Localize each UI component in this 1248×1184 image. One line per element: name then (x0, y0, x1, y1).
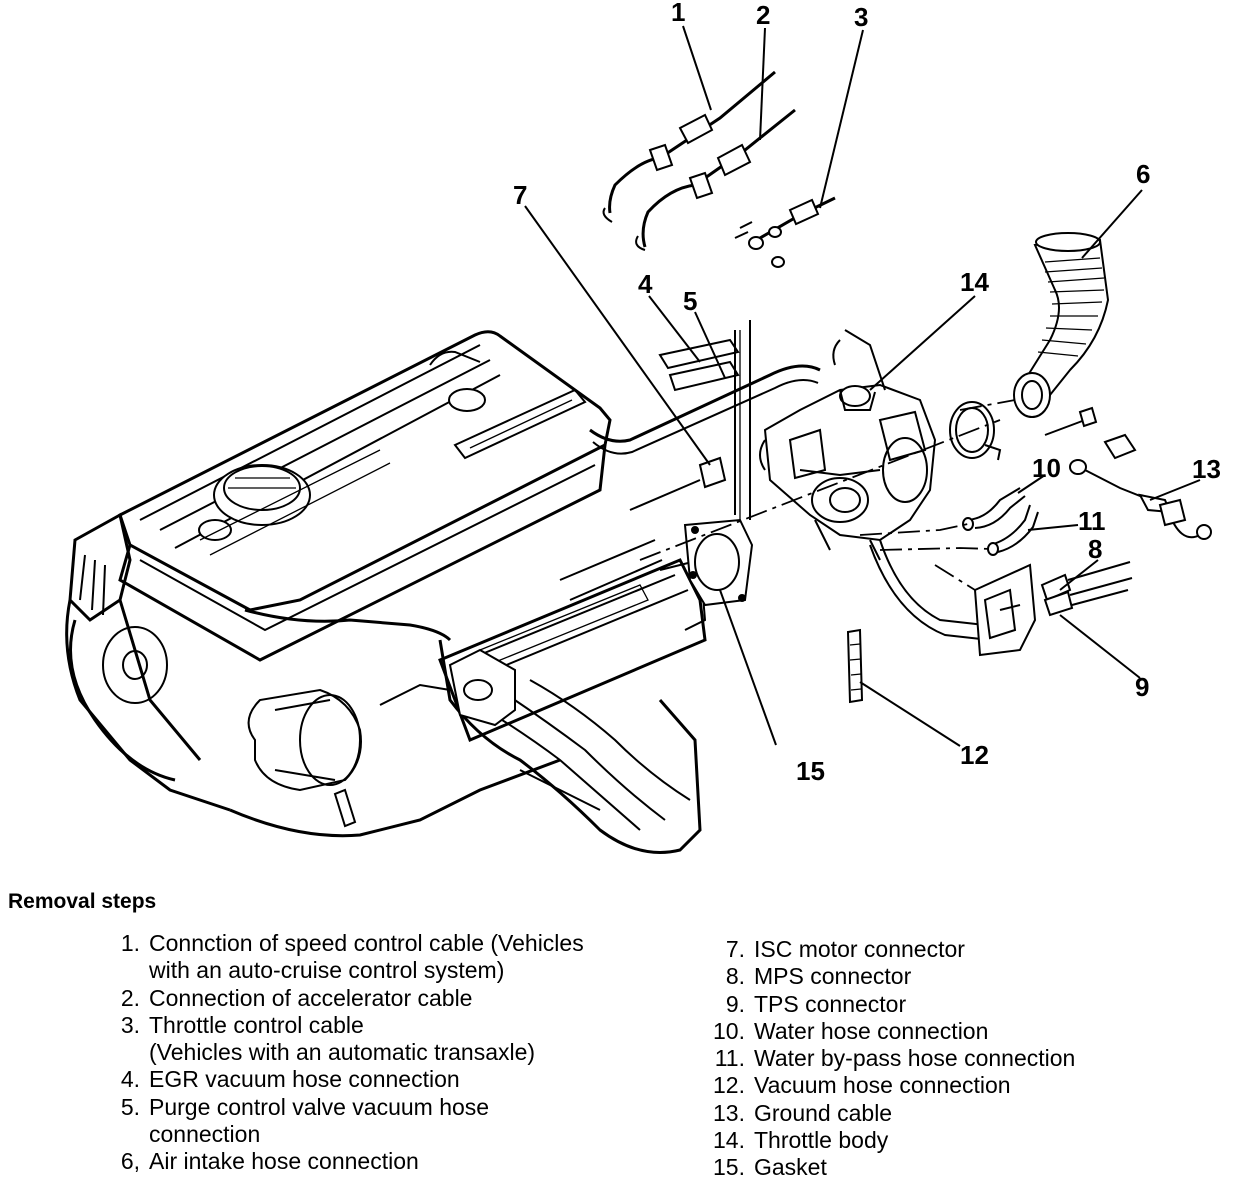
step-number: 12. (713, 1072, 745, 1099)
water-hoses-illustration (962, 487, 1039, 556)
vacuum-hose-12-illustration (846, 628, 864, 704)
callout-12: 12 (960, 740, 989, 770)
step-text: Connection of accelerator cable (149, 984, 473, 1011)
step-number: 11. (714, 1045, 745, 1072)
removal-steps-heading: Removal steps (8, 890, 157, 913)
step-1-continued: with an auto-cruise control system) (100, 957, 584, 984)
removal-steps-list-right: 7. ISC motor connector 8. MPS connector … (695, 936, 1075, 1182)
step-number: 3. (120, 1011, 140, 1038)
callout-1: 1 (671, 0, 685, 27)
step-text: Water by-pass hose connection (754, 1045, 1076, 1072)
step-text: Purge control valve vacuum hose (149, 1093, 490, 1120)
gasket-illustration (683, 518, 754, 607)
step-text: MPS connector (754, 963, 912, 990)
step-12: 12. Vacuum hose connection (695, 1072, 1075, 1099)
callout-labels: 1 2 3 7 6 14 4 5 10 13 11 8 9 12 15 (513, 0, 1221, 786)
step-number: 15. (713, 1154, 745, 1181)
step-13: 13. Ground cable (695, 1100, 1075, 1127)
callout-2: 2 (756, 0, 770, 30)
step-11: 11. Water by-pass hose connection (695, 1045, 1076, 1072)
step-text: TPS connector (754, 990, 907, 1017)
callout-13: 13 (1192, 454, 1221, 484)
step-text: with an auto-cruise control system) (149, 957, 505, 984)
callout-11: 11 (1078, 506, 1106, 536)
step-9: 9. TPS connector (695, 991, 1075, 1018)
step-1: 1. Connction of speed control cable (Veh… (100, 930, 584, 957)
step-number: 6, (120, 1148, 140, 1175)
step-number: 5. (120, 1093, 140, 1120)
step-15: 15. Gasket (695, 1154, 1075, 1181)
callout-5: 5 (683, 286, 697, 316)
leader-lines (524, 25, 1201, 747)
callout-4: 4 (638, 269, 653, 299)
removal-steps-list-left: 1. Connction of speed control cable (Veh… (100, 930, 584, 1176)
callout-3: 3 (854, 2, 868, 32)
step-number: 1. (120, 930, 140, 956)
callout-9: 9 (1135, 672, 1149, 702)
step-4: 4. EGR vacuum hose connection (100, 1066, 584, 1093)
step-text: Air intake hose connection (149, 1148, 419, 1175)
step-number: 2. (120, 984, 140, 1011)
step-number: 8. (725, 963, 745, 990)
step-number: 9. (725, 990, 745, 1017)
connectors-illustration (973, 561, 1133, 657)
step-3: 3. Throttle control cable (100, 1012, 584, 1039)
step-text: EGR vacuum hose connection (149, 1066, 460, 1093)
step-text: connection (149, 1121, 261, 1148)
step-number: 13. (713, 1099, 745, 1126)
step-text: ISC motor connector (754, 936, 965, 962)
throttle-body-illustration (759, 329, 991, 641)
callout-6: 6 (1136, 159, 1150, 189)
step-number: 4. (120, 1066, 140, 1093)
step-6: 6, Air intake hose connection (100, 1148, 584, 1175)
ground-cable-illustration (1069, 459, 1212, 540)
step-text: Ground cable (754, 1099, 893, 1126)
callout-7: 7 (513, 180, 527, 210)
callout-14: 14 (960, 267, 989, 297)
exploded-engine-diagram: 1 2 3 7 6 14 4 5 10 13 11 8 9 12 15 (65, 0, 1221, 854)
step-text: Gasket (754, 1154, 827, 1181)
step-7: 7. ISC motor connector (695, 936, 1075, 963)
cables-illustration (602, 70, 836, 268)
step-2: 2. Connection of accelerator cable (100, 985, 584, 1012)
step-text: Connction of speed control cable (Vehicl… (149, 930, 584, 956)
step-number: 10. (713, 1017, 745, 1044)
callout-15: 15 (796, 756, 825, 786)
alignment-lines (639, 399, 1016, 591)
step-text: Vacuum hose connection (754, 1072, 1011, 1099)
air-intake-hose-illustration (949, 232, 1137, 461)
step-text: Throttle control cable (149, 1011, 364, 1038)
step-8: 8. MPS connector (695, 963, 1075, 990)
callout-8: 8 (1088, 534, 1102, 564)
callout-10: 10 (1032, 453, 1061, 483)
step-3-continued: (Vehicles with an automatic transaxle) (100, 1039, 584, 1066)
engine-block-illustration (65, 330, 821, 854)
vacuum-hoses-illustration (629, 320, 751, 520)
step-14: 14. Throttle body (695, 1127, 1075, 1154)
step-text: (Vehicles with an automatic transaxle) (149, 1039, 536, 1066)
step-text: Water hose connection (754, 1017, 989, 1044)
step-5-continued: connection (100, 1121, 584, 1148)
step-10: 10. Water hose connection (695, 1018, 1075, 1045)
step-text: Throttle body (754, 1127, 889, 1154)
step-5: 5. Purge control valve vacuum hose (100, 1094, 584, 1121)
step-number: 14. (713, 1127, 745, 1154)
step-number: 7. (725, 936, 745, 962)
